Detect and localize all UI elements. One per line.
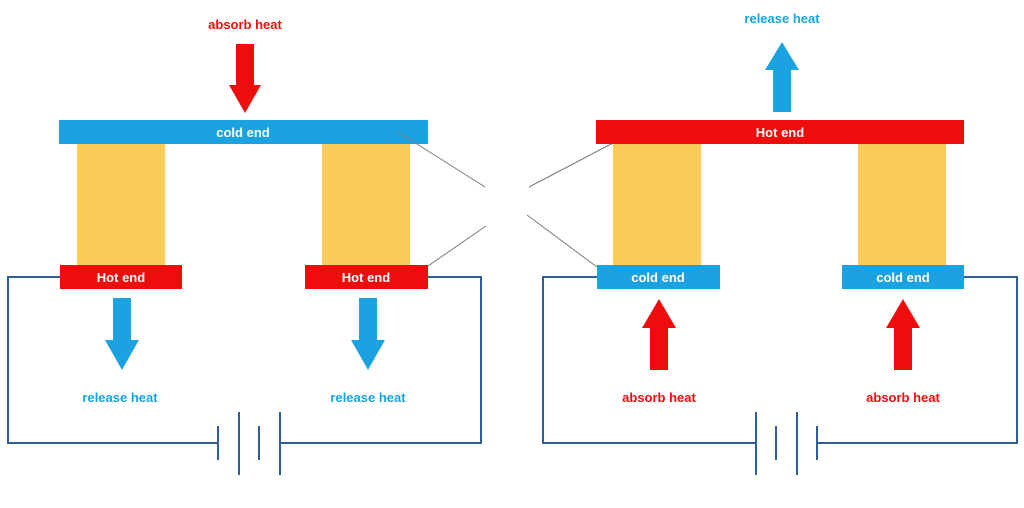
left-top-arrow-label: absorb heat: [208, 17, 282, 32]
right-element-2: [858, 144, 946, 265]
right-bottom-plate-1: [597, 265, 720, 289]
left-element-1: [77, 144, 165, 265]
left-bottom-plate-1-label: Hot end: [97, 270, 145, 285]
right-bottom-up-arrow-icon-1: [642, 299, 676, 370]
left-battery-icon: [217, 412, 281, 475]
left-bottom-down-arrow-icon-2: [351, 298, 385, 370]
connector-guides: [397, 131, 614, 268]
right-bottom-arrow-label-2: absorb heat: [866, 390, 940, 405]
right-top-plate-label: Hot end: [756, 125, 804, 140]
left-bottom-plate-2: [305, 265, 428, 289]
left-element-2: [322, 144, 410, 265]
left-top-plate: [59, 120, 428, 144]
left-bottom-plate-1: [60, 265, 182, 289]
left-bottom-down-arrow-icon-1: [105, 298, 139, 370]
right-bottom-arrow-label-1: absorb heat: [622, 390, 696, 405]
left-bottom-plate-2-label: Hot end: [342, 270, 390, 285]
left-module: cold end Hot end Hot end absorb heat rel…: [7, 17, 482, 475]
left-circuit-wire: [7, 276, 482, 444]
left-top-down-arrow-icon: [229, 44, 261, 113]
right-top-arrow-label: release heat: [744, 11, 820, 26]
right-top-up-arrow-icon: [765, 42, 799, 112]
right-circuit-wire: [542, 276, 1018, 444]
right-bottom-plate-1-label: cold end: [631, 270, 685, 285]
right-bottom-up-arrow-icon-2: [886, 299, 920, 370]
left-bottom-arrow-label-2: release heat: [330, 390, 406, 405]
right-element-1: [613, 144, 701, 265]
right-bottom-plate-2: [842, 265, 964, 289]
right-battery-icon: [755, 412, 818, 475]
right-module: Hot end cold end cold end release heat a…: [542, 11, 1018, 475]
right-bottom-plate-2-label: cold end: [876, 270, 930, 285]
left-top-plate-label: cold end: [216, 125, 270, 140]
right-top-plate: [596, 120, 964, 144]
left-bottom-arrow-label-1: release heat: [82, 390, 158, 405]
